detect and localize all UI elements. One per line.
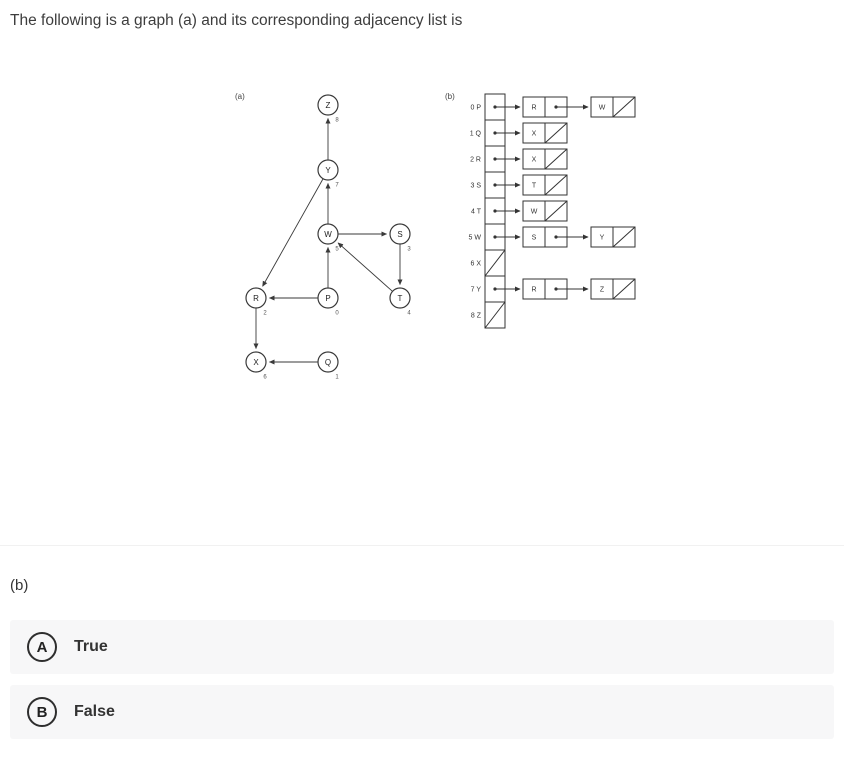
option-letter-badge[interactable]: A [27,632,57,662]
question-text: The following is a graph (a) and its cor… [10,12,463,29]
svg-text:3 S: 3 S [470,183,481,190]
svg-text:0 P: 0 P [470,105,481,112]
option-label: True [74,638,108,655]
svg-text:1 Q: 1 Q [470,131,482,138]
svg-text:T: T [532,183,537,190]
svg-text:X: X [532,131,537,138]
svg-text:W: W [599,105,606,112]
svg-text:R: R [531,287,536,294]
svg-text:5: 5 [335,247,339,253]
option-label: False [74,703,115,720]
svg-text:4 T: 4 T [471,209,482,216]
svg-text:S: S [532,235,537,242]
svg-text:4: 4 [407,311,411,317]
panel-b-label: (b) [445,92,455,101]
svg-text:Y: Y [325,166,331,175]
option-row-a[interactable]: A True [10,620,834,674]
svg-text:1: 1 [335,375,339,381]
svg-text:7 Y: 7 Y [471,287,482,294]
svg-text:X: X [532,157,537,164]
svg-text:6 X: 6 X [470,261,481,268]
svg-text:2: 2 [263,311,267,317]
option-row-b[interactable]: B False [10,685,834,739]
panel-a-label: (a) [235,92,245,101]
svg-text:R: R [253,294,259,303]
svg-text:Y: Y [600,235,605,242]
svg-text:7: 7 [335,183,339,189]
graph-nodes: Z 8Y 7W 5 S 3R 2 P 0 T 4X 6 Q 1 [245,94,411,381]
svg-text:0: 0 [335,311,339,317]
question-part-label: (b) [10,577,29,594]
svg-text:Q: Q [325,358,331,367]
svg-text:2 R: 2 R [470,157,481,164]
svg-text:5 W: 5 W [469,235,482,242]
svg-text:8 Z: 8 Z [471,313,482,320]
svg-text:P: P [325,294,330,303]
graph-edges [253,117,403,365]
svg-text:6: 6 [263,375,267,381]
svg-text:8: 8 [335,118,339,124]
svg-text:R: R [531,105,536,112]
svg-text:W: W [531,209,538,216]
svg-text:T: T [398,294,403,303]
adjacency-rows: 0 P R W 1 Q X 2 R X 3 S T 4 T W 5 W S Y 6 X 7 Y R Z 8 Z [469,93,636,329]
adjacency-list-diagram: 0 P R W 1 Q X 2 R X 3 S T 4 T W 5 W S Y 6 X 7 Y R Z 8 Z [469,93,636,329]
svg-text:Z: Z [326,101,331,110]
svg-text:Z: Z [600,287,605,294]
svg-text:W: W [324,230,332,239]
svg-text:X: X [253,358,259,367]
option-letter-badge[interactable]: B [27,697,57,727]
section-divider [0,545,844,546]
adjacency-panel: (b) 0 P R W 1 Q X 2 R X 3 S T 4 T W 5 W S Y 6 X 7 Y R Z 8 … [443,88,685,385]
directed-graph-diagram: Z 8Y 7W 5 S 3R 2 P 0 T 4X 6 Q 1 [245,94,411,381]
svg-text:S: S [397,230,402,239]
svg-text:3: 3 [407,247,411,253]
